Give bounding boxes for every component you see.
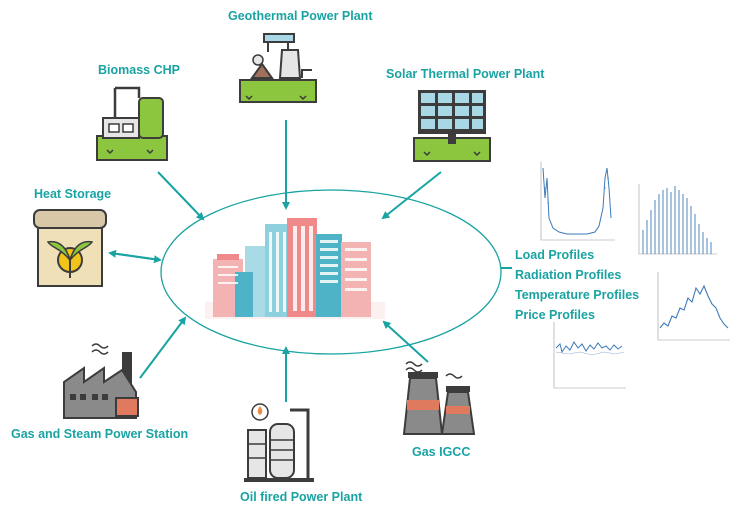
profile-labels: Load Profiles Radiation Profiles Tempera… (515, 245, 639, 325)
label-solar: Solar Thermal Power Plant (386, 67, 545, 81)
arrow-biomass (157, 171, 205, 221)
radiation-profile-plot (633, 180, 721, 260)
label-radiation-profiles: Radiation Profiles (515, 268, 622, 282)
city-skyline-icon (205, 214, 385, 319)
label-geothermal: Geothermal Power Plant (228, 9, 373, 23)
gas-steam-factory-icon (60, 342, 142, 420)
geothermal-plant-icon (238, 30, 320, 105)
label-heat-storage: Heat Storage (34, 187, 112, 201)
label-gas-steam: Gas and Steam Power Station (11, 427, 189, 441)
arrow-gas-igcc (382, 320, 429, 363)
price-profile-plot (548, 318, 628, 398)
solar-panel-icon (412, 88, 492, 163)
arrow-solar (381, 171, 442, 220)
biomass-chp-icon (95, 84, 170, 162)
label-gas-igcc: Gas IGCC (412, 445, 471, 459)
label-price-profiles: Price Profiles (515, 308, 595, 322)
gas-igcc-plant-icon (398, 358, 478, 438)
label-oil: Oil fired Power Plant (240, 490, 363, 504)
temperature-profile-plot (652, 268, 732, 348)
load-profile-plot (533, 158, 618, 248)
central-ellipse (160, 189, 502, 355)
label-temperature-profiles: Temperature Profiles (515, 288, 640, 302)
oil-plant-icon (242, 400, 320, 484)
heat-storage-icon (30, 208, 110, 290)
label-biomass: Biomass CHP (98, 63, 180, 77)
label-load-profiles: Load Profiles (515, 248, 595, 262)
arrow-gas-steam (139, 316, 187, 379)
arrow-ellipse-to-heat-storage (108, 249, 161, 261)
